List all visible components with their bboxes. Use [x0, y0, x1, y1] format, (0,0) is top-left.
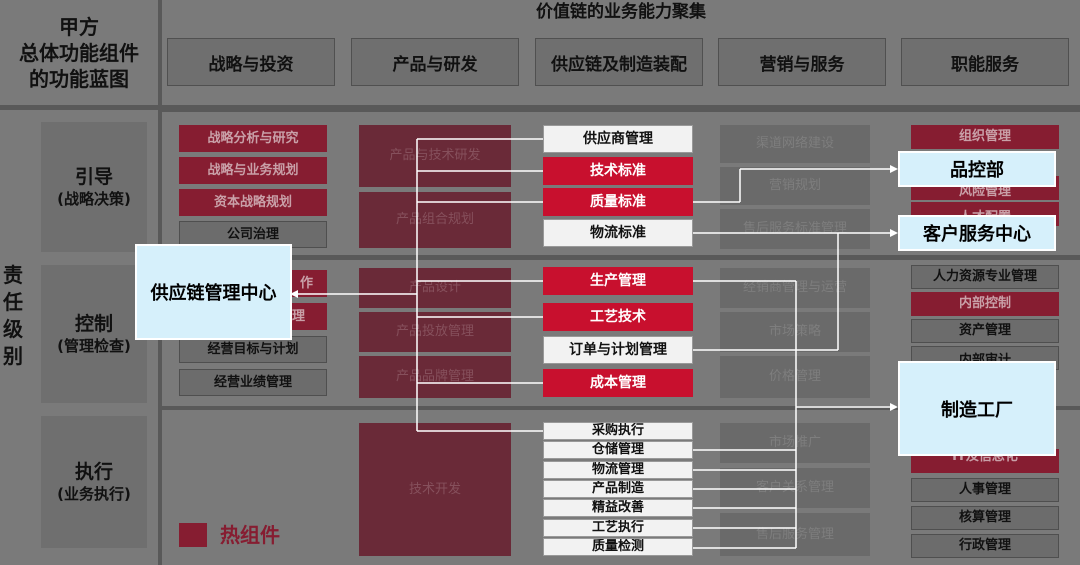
product-launch: 产品投放管理 — [359, 312, 511, 352]
corner-line-2: 总体功能组件 — [19, 40, 139, 65]
quality-control-dept: 品控部 — [898, 151, 1056, 187]
legend-hot-swatch — [179, 523, 207, 547]
supplier-management: 供应商管理 — [543, 125, 693, 153]
level-guide: 引导(战略决策) — [41, 122, 147, 252]
order-planning: 订单与计划管理 — [543, 336, 693, 364]
channel-network: 渠道网络建设 — [720, 125, 870, 163]
corporate-governance: 公司治理 — [179, 221, 327, 248]
quality-inspection: 质量检测 — [543, 538, 693, 556]
cost-management: 成本管理 — [543, 369, 693, 397]
product-manufacturing: 产品制造 — [543, 480, 693, 498]
market-strategy: 市场策略 — [720, 312, 870, 352]
price-management: 价格管理 — [720, 356, 870, 398]
dealer-management: 经销商管理与运营 — [720, 268, 870, 308]
column-header-supply: 供应链及制造装配 — [535, 38, 703, 86]
business-targets: 经营目标与计划 — [179, 336, 327, 363]
customer-service-center: 客户服务中心 — [898, 215, 1056, 251]
asset-management: 资产管理 — [911, 319, 1059, 343]
column-header-functional: 职能服务 — [901, 38, 1069, 86]
capital-strategy: 资本战略规划 — [179, 189, 327, 216]
production-management: 生产管理 — [543, 267, 693, 295]
responsibility-label: 责 任 级 别 — [3, 263, 23, 368]
manufacturing-plant: 制造工厂 — [898, 361, 1056, 456]
org-management: 组织管理 — [911, 125, 1059, 149]
lean-improvement: 精益改善 — [543, 499, 693, 517]
process-technology: 工艺技术 — [543, 303, 693, 331]
product-brand: 产品品牌管理 — [359, 356, 511, 398]
customer-relations: 客户关系管理 — [720, 468, 870, 508]
warehouse-management: 仓储管理 — [543, 441, 693, 459]
strategy-analysis: 战略分析与研究 — [179, 125, 327, 152]
market-promotion: 市场推广 — [720, 423, 870, 463]
process-execution: 工艺执行 — [543, 519, 693, 537]
product-tech-rd: 产品与技术研发 — [359, 125, 511, 187]
corner-title-panel: 甲方 总体功能组件 的功能蓝图 — [0, 0, 158, 105]
hr-management: 人力资源专业管理 — [911, 265, 1059, 289]
accounting-management: 核算管理 — [911, 506, 1059, 530]
column-header-product: 产品与研发 — [351, 38, 519, 86]
personnel-management: 人事管理 — [911, 478, 1059, 502]
admin-management: 行政管理 — [911, 534, 1059, 558]
logistics-standards: 物流标准 — [543, 219, 693, 247]
level-control: 控制(管理检查) — [41, 265, 147, 403]
quality-standards: 质量标准 — [543, 188, 693, 216]
logistics-management: 物流管理 — [543, 461, 693, 479]
level-execute: 执行(业务执行) — [41, 416, 147, 548]
corner-line-3: 的功能蓝图 — [29, 66, 129, 91]
procurement-execution: 采购执行 — [543, 422, 693, 440]
column-header-marketing: 营销与服务 — [718, 38, 886, 86]
value-chain-title: 价值链的业务能力聚集 — [536, 2, 706, 22]
performance-management: 经营业绩管理 — [179, 369, 327, 396]
marketing-planning: 营销规划 — [720, 167, 870, 205]
corner-line-1: 甲方 — [59, 14, 99, 39]
column-header-strategy: 战略与投资 — [167, 38, 335, 86]
legend-hot-label: 热组件 — [220, 523, 280, 547]
internal-control: 内部控制 — [911, 292, 1059, 316]
technical-standards: 技术标准 — [543, 157, 693, 185]
tech-development: 技术开发 — [359, 423, 511, 556]
product-design: 产品设计 — [359, 268, 511, 308]
strategy-planning: 战略与业务规划 — [179, 157, 327, 184]
after-sales-service: 售后服务管理 — [720, 513, 870, 556]
supply-chain-center: 供应链管理中心 — [135, 244, 292, 340]
